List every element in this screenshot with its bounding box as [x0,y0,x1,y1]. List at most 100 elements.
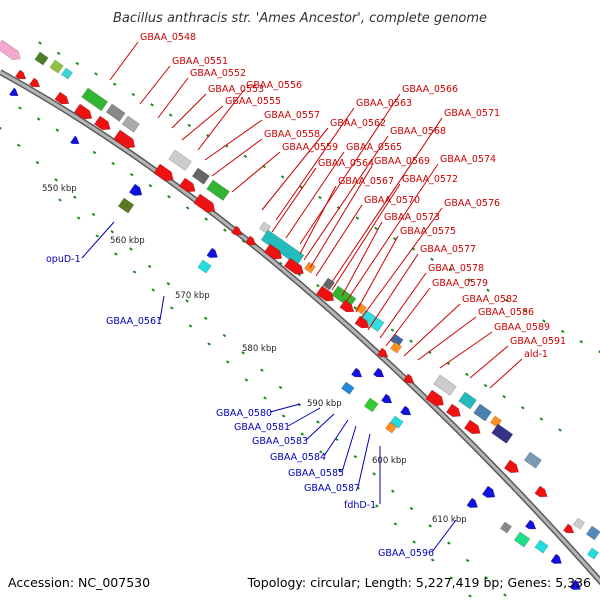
forward-leader [403,303,461,357]
tick-dot [560,329,565,334]
tick-dot [520,406,525,410]
forward-gene-label: GBAA_0551 [172,56,228,67]
gene-feature [572,517,585,530]
gene-feature [339,299,355,313]
tick-dot [316,283,320,288]
tick-dot [35,160,40,165]
reverse-leader [159,295,165,321]
forward-leader [261,127,329,211]
tick-dot [95,234,100,238]
tick-dot [579,340,584,344]
forward-gene-label: GBAA_0591 [510,336,566,347]
topology-text: Topology: circular; Length: 5,227,419 bp… [247,575,591,590]
gene-feature [105,103,126,122]
gene-feature [54,91,70,105]
reverse-leader [269,403,301,413]
gene-feature [433,374,457,396]
forward-leader [204,119,263,161]
tick-dot [316,420,320,424]
forward-gene-label: GBAA_0586 [478,307,534,318]
forward-leader [309,165,373,269]
reverse-gene-label: opuD-1 [46,254,81,265]
tick-dot [558,428,562,432]
tick-dot [147,264,152,269]
tick-dot [73,195,77,199]
tick-dot [92,150,97,155]
gene-feature [350,367,363,378]
tick-dot [54,178,58,182]
gene-feature [463,419,481,435]
forward-gene-label: GBAA_0589 [494,322,550,333]
tick-dot [390,489,395,493]
tick-dot [393,522,398,526]
gene-feature [458,391,477,410]
gene-feature [534,485,548,498]
forward-leader [331,117,443,283]
forward-gene-label: GBAA_0564 [318,158,374,169]
gene-feature [384,421,397,434]
gene-feature [491,423,514,444]
tick-dot [409,506,414,511]
tick-dot [430,257,434,261]
kbp-tick-label: 570 kbp [175,291,210,301]
tick-dot [243,154,248,158]
gene-feature [34,51,49,66]
tick-dot [447,541,451,545]
forward-leader [109,41,139,81]
gene-feature [399,405,412,416]
reverse-leader [341,425,357,473]
reverse-gene-label: GBAA_0587 [304,483,360,494]
forward-gene-label: GBAA_0552 [190,68,246,79]
forward-gene-label: GBAA_0567 [338,176,394,187]
forward-leader [439,331,493,369]
tick-dot [300,432,305,436]
forward-leader [359,207,443,321]
forward-gene-label: GBAA_0578 [428,263,484,274]
gene-feature [473,403,492,422]
tick-dot [129,172,134,177]
gene-feature [425,389,444,407]
gene-feature [81,87,109,112]
forward-gene-label: GBAA_0576 [444,198,500,209]
forward-gene-label: GBAA_0577 [420,244,476,255]
forward-gene-label: GBAA_0575 [400,226,456,237]
gene-feature [359,309,385,333]
tick-dot [188,324,193,328]
tick-dot [281,414,286,418]
tick-dot [110,230,115,234]
forward-gene-label: ald-1 [524,349,548,360]
tick-dot [203,316,208,320]
reverse-gene-label: GBAA_0585 [288,468,344,479]
gene-feature [340,381,355,395]
tick-dot [430,558,435,562]
gene-feature [586,547,599,560]
forward-leader [303,135,389,261]
tick-dot [111,161,115,166]
kbp-tick-label: 610 kbp [432,515,467,525]
gene-feature [206,179,230,201]
reverse-leader [323,419,349,457]
forward-gene-label: GBAA_0569 [374,156,430,167]
gene-feature [128,183,143,196]
forward-leader [181,105,224,141]
forward-gene-label: GBAA_0557 [264,110,320,121]
forward-gene-label: GBAA_0571 [444,108,500,119]
forward-leader [417,316,477,361]
forward-gene-label: GBAA_0553 [208,84,264,95]
tick-dot [468,594,472,598]
reverse-gene-label: GBAA_0580 [216,408,272,419]
gene-feature [0,39,21,60]
tick-dot [151,288,155,292]
forward-leader [379,272,427,339]
forward-gene-label: GBAA_0563 [356,98,412,109]
tick-dot [187,123,192,128]
kbp-tick-label: 590 kbp [307,399,342,409]
tick-dot [278,385,283,390]
tick-dot [58,198,62,202]
reverse-gene-label: GBAA_0561 [106,316,162,327]
forward-leader [385,287,431,347]
forward-gene-label: GBAA_0558 [264,129,320,140]
forward-gene-label: GBAA_0570 [364,195,420,206]
tick-dot [278,261,283,266]
